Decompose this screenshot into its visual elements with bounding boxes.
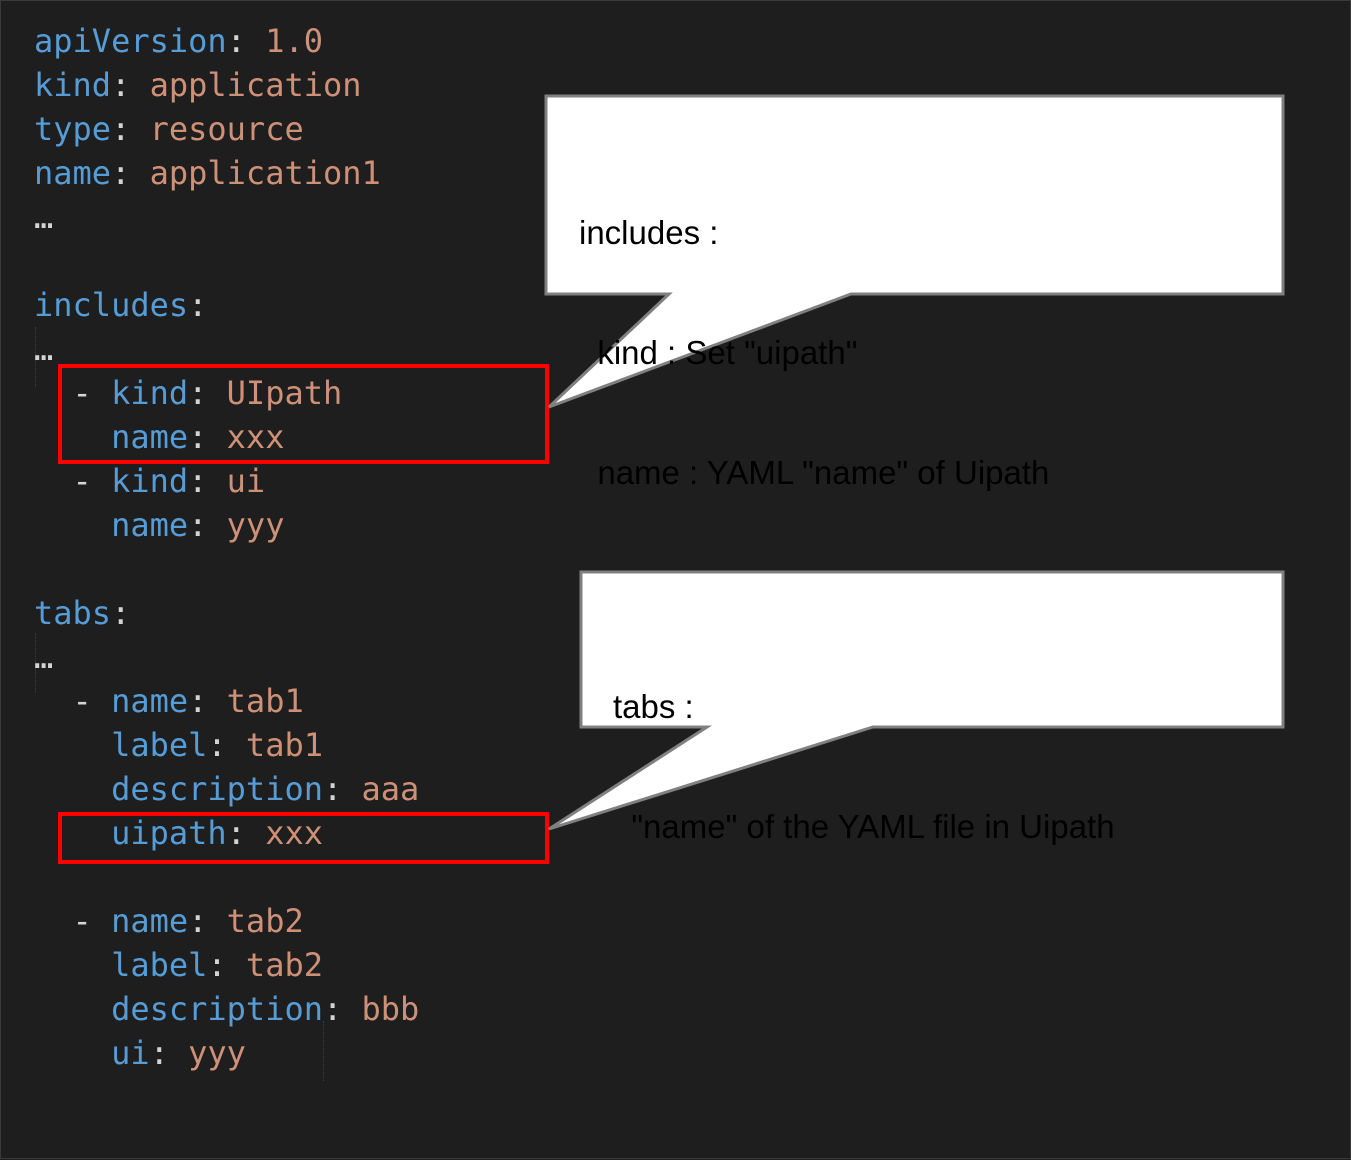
yaml-key: tabs: [34, 594, 112, 632]
code-line: …: [34, 195, 419, 239]
code-line: - name: tab1: [34, 679, 419, 723]
callout-tabs-text: tabs : "name" of the YAML file in Uipath: [613, 607, 1115, 927]
code-line: - kind: UIpath: [34, 371, 419, 415]
yaml-key: includes: [34, 286, 189, 324]
yaml-separator: :: [111, 66, 150, 104]
yaml-value: resource: [149, 110, 304, 148]
yaml-value: application1: [149, 154, 381, 192]
yaml-value: tab2: [245, 946, 323, 984]
code-line: type: resource: [34, 107, 419, 151]
yaml-separator: :: [188, 374, 227, 412]
code-line: tabs:: [34, 591, 419, 635]
callout-tabs-line: tabs :: [613, 688, 694, 725]
yaml-value: ui: [226, 462, 266, 500]
yaml-value: bbb: [361, 990, 420, 1028]
highlight-includes-uipath: [58, 364, 549, 464]
yaml-value: yyy: [226, 506, 285, 544]
yaml-separator: :: [188, 462, 227, 500]
code-line: description: bbb: [34, 987, 419, 1031]
code-line: uipath: xxx: [34, 811, 419, 855]
callout-includes-text: includes : kind : Set "uipath" name : YA…: [579, 133, 1049, 573]
yaml-value: 1.0: [265, 22, 323, 60]
callout-includes-line: includes :: [579, 214, 719, 251]
yaml-value: yyy: [188, 1034, 246, 1072]
yaml-key: name: [111, 418, 189, 456]
indent-guide: [35, 633, 36, 693]
code-indent: -: [34, 902, 112, 940]
yaml-separator: :: [188, 286, 208, 324]
yaml-key: name: [111, 902, 189, 940]
yaml-key: uipath: [111, 814, 227, 852]
indent-guide: [323, 1021, 324, 1081]
yaml-separator: :: [207, 946, 246, 984]
yaml-value: aaa: [361, 770, 420, 808]
code-line: - kind: ui: [34, 459, 419, 503]
yaml-key: apiVersion: [34, 22, 227, 60]
code-indent: -: [34, 682, 112, 720]
yaml-separator: :: [322, 770, 362, 808]
yaml-key: name: [34, 154, 112, 192]
code-line: name: application1: [34, 151, 419, 195]
code-line: - name: tab2: [34, 899, 419, 943]
yaml-separator: :: [188, 418, 227, 456]
code-line: …: [34, 327, 419, 371]
yaml-key: kind: [111, 374, 189, 412]
yaml-separator: :: [188, 902, 227, 940]
yaml-separator: :: [111, 594, 131, 632]
callout-tabs-line: "name" of the YAML file in Uipath: [613, 808, 1115, 845]
yaml-separator: :: [322, 990, 362, 1028]
yaml-key: description: [111, 770, 323, 808]
yaml-key: description: [111, 990, 323, 1028]
indent-guide: [35, 327, 36, 387]
code-text: …: [34, 330, 54, 368]
yaml-value: tab1: [226, 682, 304, 720]
yaml-key: kind: [34, 66, 112, 104]
yaml-value: xxx: [226, 418, 285, 456]
yaml-key: label: [111, 946, 208, 984]
yaml-value: application: [149, 66, 362, 104]
code-line: label: tab2: [34, 943, 419, 987]
code-line: …: [34, 635, 419, 679]
highlight-tab-uipath: [58, 812, 549, 864]
code-line: name: yyy: [34, 503, 419, 547]
code-line: name: xxx: [34, 415, 419, 459]
code-line: description: aaa: [34, 767, 419, 811]
callout-includes-line: name : YAML "name" of Uipath: [579, 454, 1050, 491]
yaml-value: tab1: [245, 726, 323, 764]
code-indent: -: [34, 374, 112, 412]
yaml-key: ui: [111, 1034, 150, 1072]
code-line: kind: application: [34, 63, 419, 107]
code-indent: -: [34, 462, 112, 500]
yaml-separator: :: [226, 22, 266, 60]
yaml-key: name: [111, 682, 189, 720]
yaml-separator: :: [207, 726, 246, 764]
yaml-value: tab2: [226, 902, 304, 940]
code-line: ui: yyy: [34, 1031, 419, 1075]
code-line: includes:: [34, 283, 419, 327]
yaml-separator: :: [111, 154, 150, 192]
yaml-separator: :: [111, 110, 150, 148]
yaml-value: UIpath: [226, 374, 343, 412]
code-line: apiVersion: 1.0: [34, 19, 419, 63]
yaml-key: label: [111, 726, 208, 764]
callout-includes-line: kind : Set "uipath": [579, 334, 858, 371]
yaml-separator: :: [188, 506, 227, 544]
yaml-key: kind: [111, 462, 189, 500]
code-text: …: [34, 198, 54, 236]
code-text: …: [34, 638, 54, 676]
yaml-separator: :: [149, 1034, 189, 1072]
yaml-key: name: [111, 506, 189, 544]
yaml-value: xxx: [265, 814, 323, 852]
yaml-key: type: [34, 110, 112, 148]
code-line: label: tab1: [34, 723, 419, 767]
yaml-separator: :: [188, 682, 227, 720]
yaml-separator: :: [226, 814, 266, 852]
